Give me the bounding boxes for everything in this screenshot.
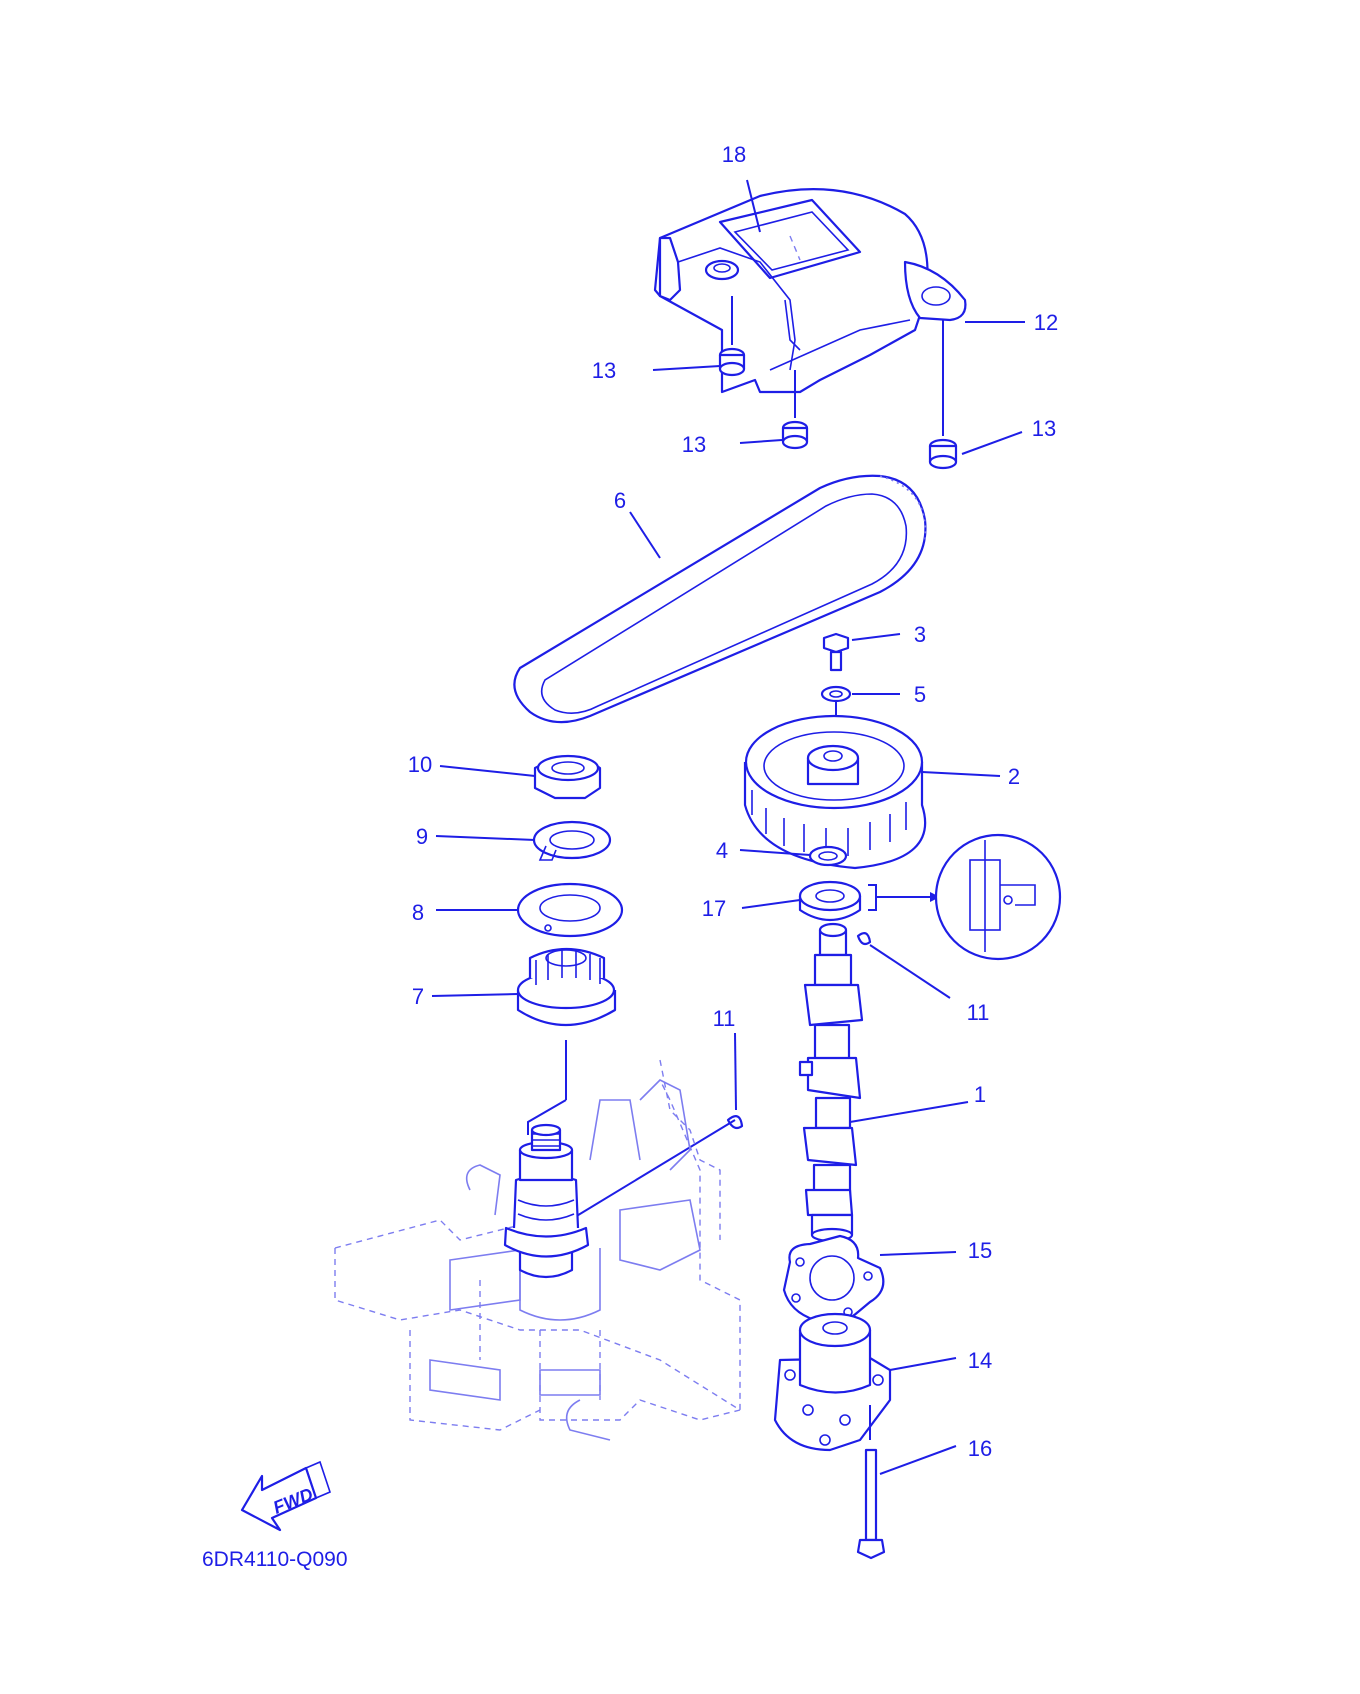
label-15: 15 — [968, 1238, 992, 1263]
label-9: 9 — [416, 824, 428, 849]
grommet-right — [928, 320, 958, 470]
woodruff-key-left — [569, 1115, 744, 1221]
grommet-left — [718, 296, 746, 377]
crankshaft-pulley — [516, 948, 617, 1135]
timing-belt — [513, 474, 927, 724]
label-17: 17 — [702, 896, 726, 921]
label-12: 12 — [1034, 310, 1058, 335]
label-11: 11 — [967, 1000, 990, 1025]
timing-belt-cover — [653, 188, 967, 394]
oil-seal — [798, 880, 862, 921]
label-8: 8 — [412, 900, 424, 925]
label-4: 4 — [716, 838, 728, 863]
gasket — [782, 1234, 885, 1324]
oil-pump — [773, 1312, 892, 1452]
label-2: 2 — [1008, 764, 1020, 789]
label-5: 5 — [914, 682, 926, 707]
plate-washer — [516, 882, 624, 938]
engine-block — [334, 1059, 741, 1441]
camshaft — [798, 922, 864, 1243]
woodruff-key-right — [856, 932, 872, 946]
washer-lower — [808, 845, 848, 867]
label-13: 13 — [592, 358, 616, 383]
label-6: 6 — [614, 488, 626, 513]
label-13: 13 — [1032, 416, 1056, 441]
nut — [533, 754, 602, 800]
pump-bolt — [856, 1448, 886, 1560]
label-7: 7 — [412, 984, 424, 1009]
crankshaft-end — [503, 1123, 590, 1279]
label-1: 1 — [974, 1082, 986, 1107]
leader-lines — [431, 179, 1025, 1475]
label-14: 14 — [968, 1348, 992, 1373]
part-labels: 18 12 13 13 13 6 3 5 2 4 17 11 1 15 14 1… — [408, 142, 1058, 1461]
label-11: 11 — [713, 1006, 736, 1031]
washer-upper — [820, 685, 852, 703]
label-16: 16 — [968, 1436, 992, 1461]
fwd-arrow: FWD — [240, 1460, 331, 1532]
detail-inset — [868, 833, 1062, 961]
grommet-middle — [781, 370, 809, 450]
bolt — [822, 632, 850, 672]
label-18: 18 — [722, 142, 746, 167]
label-3: 3 — [914, 622, 926, 647]
lock-washer — [532, 820, 612, 861]
label-13: 13 — [682, 432, 706, 457]
camshaft-pulley — [743, 700, 927, 870]
label-10: 10 — [408, 752, 432, 777]
diagram-code: 6DR4110-Q090 — [202, 1548, 348, 1571]
